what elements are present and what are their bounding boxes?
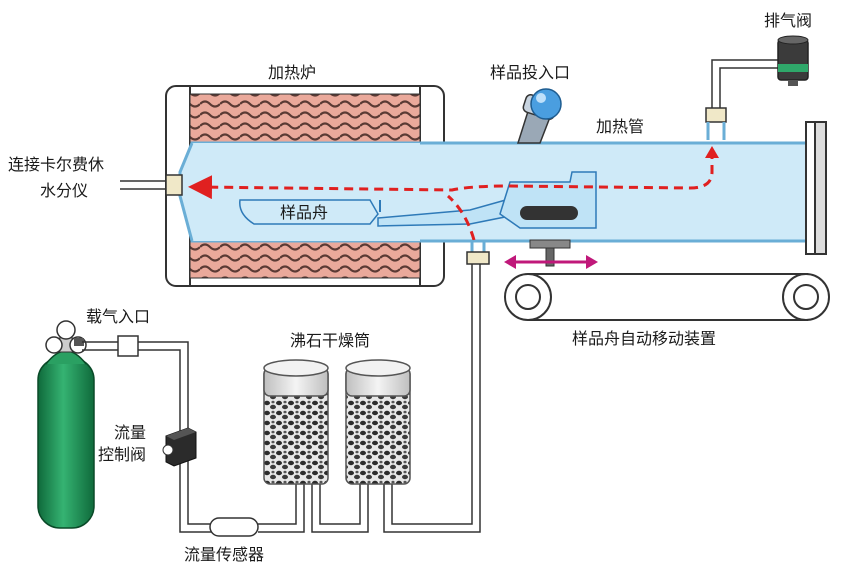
sample-boat-assembly [239,171,597,229]
zeolite-dryer-2 [345,359,411,485]
label-flow-control-1: 流量 [114,423,146,442]
label-sample-boat: 样品舟 [280,203,328,222]
label-flow-sensor: 流量传感器 [184,545,264,564]
outlet-fitting [120,174,183,196]
label-sample-inlet: 样品投入口 [490,63,570,82]
carrier-inlet-fitting [466,240,490,265]
label-heating-furnace: 加热炉 [268,63,316,82]
label-vent-valve: 排气阀 [764,11,812,30]
gas-flow-arrow [188,146,719,241]
vent-line [705,59,780,140]
label-auto-mover: 样品舟自动移动装置 [572,329,716,348]
sample-inlet [516,88,562,144]
vent-valve-icon [777,35,809,86]
flow-control-valve-icon [162,427,197,467]
label-karl-fischer-1: 连接卡尔费休 [8,155,104,174]
double-arrow-horizontal-icon [504,255,598,269]
label-zeolite-dryer: 沸石干燥筒 [290,331,370,350]
gas-cylinder-icon [37,320,95,529]
label-flow-control-2: 控制阀 [98,445,146,464]
zeolite-dryer-1 [263,359,329,485]
label-karl-fischer-2: 水分仪 [40,181,88,200]
auto-mover [504,239,830,321]
label-heating-tube: 加热管 [596,117,644,136]
label-carrier-gas-inlet: 载气入口 [86,307,150,326]
